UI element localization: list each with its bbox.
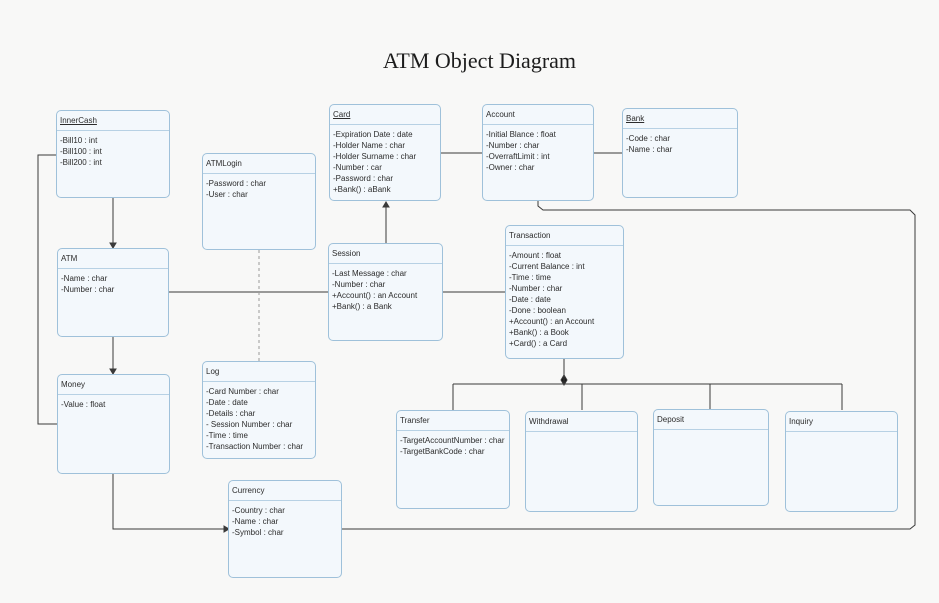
attribute-list: -Initial Blance : float -Number : char -Ov…	[483, 125, 593, 173]
attribute: +Bank() : a Book	[509, 328, 569, 337]
attribute: +Bank() : a Bank	[332, 302, 392, 311]
class-name: Bank	[623, 109, 737, 129]
attribute-list: -Card Number : char -Date : date -Details …	[203, 382, 315, 452]
class-card[interactable]: Card -Expiration Date : date -Holder Name…	[329, 104, 441, 201]
attribute: -Number : char	[61, 285, 115, 294]
attribute: -Name : char	[61, 274, 108, 283]
attribute: -Country : char	[232, 506, 285, 515]
attribute-list	[786, 432, 897, 436]
attribute: -Date : date	[206, 398, 248, 407]
class-inquiry[interactable]: Inquiry	[785, 411, 898, 512]
attribute: -Date : date	[509, 295, 551, 304]
attribute: -Code : char	[626, 134, 671, 143]
connector-account-currency	[342, 201, 916, 530]
class-name: Card	[330, 105, 440, 125]
attribute: -Name : char	[626, 145, 673, 154]
class-atm[interactable]: ATM -Name : char -Number : char	[57, 248, 169, 337]
attribute: -Transaction Number : char	[206, 442, 304, 451]
arrowhead-atm	[109, 242, 117, 249]
class-log[interactable]: Log -Card Number : char -Date : date -Deta…	[202, 361, 316, 459]
attribute: -Holder Surname : char	[333, 152, 417, 161]
class-account[interactable]: Account -Initial Blance : float -Number :…	[482, 104, 594, 201]
attribute: -Bill200 : int	[60, 158, 102, 167]
class-name: Log	[203, 362, 315, 382]
class-bank[interactable]: Bank -Code : char -Name : char	[622, 108, 738, 198]
class-atmlogin[interactable]: ATMLogin -Password : char -User : char	[202, 153, 316, 250]
attribute: -Owner : char	[486, 163, 535, 172]
attribute: -Expiration Date : date	[333, 130, 413, 139]
class-name: Withdrawal	[526, 412, 637, 432]
class-session[interactable]: Session -Last Message : char -Number : ch…	[328, 243, 443, 341]
class-name: Transfer	[397, 411, 509, 431]
attribute: +Account() : an Account	[332, 291, 418, 300]
connector-money-currency	[112, 474, 225, 530]
attribute: -TargetBankCode : char	[400, 447, 485, 456]
class-transfer[interactable]: Transfer -TargetAccountNumber : char-Tar…	[396, 410, 510, 509]
class-name: Session	[329, 244, 442, 264]
attribute-list: -Amount : float -Current Balance : int -Ti…	[506, 246, 623, 349]
attribute: -Name : char	[232, 517, 279, 526]
attribute: -Number : char	[509, 284, 563, 293]
attribute: -Last Message : char	[332, 269, 407, 278]
attribute-list: -Value : float	[58, 395, 169, 410]
attribute: +Bank() : aBank	[333, 185, 391, 194]
class-name: ATMLogin	[203, 154, 315, 174]
attribute-list: -Bill10 : int -Bill100 : int -Bill200 : in…	[57, 131, 169, 168]
arrowhead-card	[382, 201, 390, 208]
attribute-list: -Expiration Date : date -Holder Name : ch…	[330, 125, 440, 195]
attribute: -Value : float	[61, 400, 106, 409]
attribute: -Time : time	[206, 431, 248, 440]
class-money[interactable]: Money -Value : float	[57, 374, 170, 474]
class-name: Inquiry	[786, 412, 897, 432]
class-deposit[interactable]: Deposit	[653, 409, 769, 506]
attribute: -Amount : float	[509, 251, 562, 260]
attribute: -Number : char	[486, 141, 540, 150]
attribute-list: -Password : char -User : char	[203, 174, 315, 200]
attribute: -Bill10 : int	[60, 136, 98, 145]
class-name: ATM	[58, 249, 168, 269]
attribute: +Card() : a Card	[509, 339, 568, 348]
attribute: -OverraftLimit : int	[486, 152, 550, 161]
diagram-title: ATM Object Diagram	[382, 48, 577, 73]
attribute-list: -Name : char -Number : char	[58, 269, 168, 295]
attribute: -Done : boolean	[509, 306, 566, 315]
arrowhead-currency	[223, 525, 230, 533]
class-innercash[interactable]: InnerCash -Bill10 : int-Bill100 : int-Bi…	[56, 110, 170, 198]
class-currency[interactable]: Currency -Country : char -Name : char -Sym…	[228, 480, 342, 578]
class-name: InnerCash	[57, 111, 169, 131]
class-transaction[interactable]: Transaction -Amount : float -Current Bala…	[505, 225, 624, 359]
attribute-list: -Last Message : char -Number : char +Accou…	[329, 264, 442, 312]
class-withdrawal[interactable]: Withdrawal	[525, 411, 638, 512]
attribute: -Password : char	[206, 179, 267, 188]
attribute: -Password : char	[333, 174, 394, 183]
attribute: -Initial Blance : float	[486, 130, 556, 139]
attribute: -Symbol : char	[232, 528, 284, 537]
connector-innercash-money	[37, 154, 58, 425]
attribute: -Current Balance : int	[509, 262, 585, 271]
attribute-list	[526, 432, 637, 436]
class-name: Currency	[229, 481, 341, 501]
class-name: Transaction	[506, 226, 623, 246]
attribute: +Account() : an Account	[509, 317, 595, 326]
attribute: -Number : car	[333, 163, 382, 172]
attribute: -Holder Name : char	[333, 141, 406, 150]
attribute: -TargetAccountNumber : char	[400, 436, 505, 445]
attribute: - Session Number : char	[206, 420, 293, 429]
attribute-list: -Code : char -Name : char	[623, 129, 737, 155]
attribute-list: -Country : char -Name : char -Symbol : cha…	[229, 501, 341, 538]
attribute: -Details : char	[206, 409, 256, 418]
attribute-list: -TargetAccountNumber : char -TargetBankCo…	[397, 431, 509, 457]
attribute-list	[654, 430, 768, 434]
class-name: Account	[483, 105, 593, 125]
attribute: -Card Number : char	[206, 387, 279, 396]
class-name: Deposit	[654, 410, 768, 430]
attribute: -Bill100 : int	[60, 147, 102, 156]
arrowhead-money	[109, 368, 117, 375]
attribute: -User : char	[206, 190, 248, 199]
class-name: Money	[58, 375, 169, 395]
attribute: -Number : char	[332, 280, 386, 289]
attribute: -Time : time	[509, 273, 551, 282]
